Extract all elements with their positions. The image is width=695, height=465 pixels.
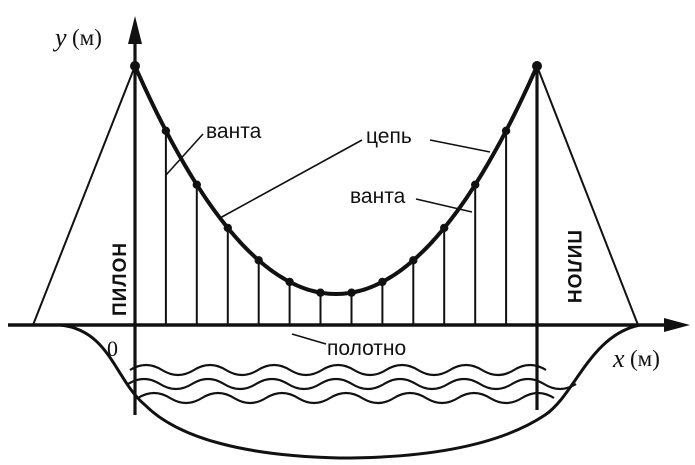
chain-node bbox=[347, 288, 356, 297]
pylon-label-left: ПИЛОН bbox=[110, 242, 131, 316]
y-axis-unit: (м) bbox=[72, 25, 102, 50]
x-axis-label: x bbox=[612, 344, 625, 373]
chain-node bbox=[532, 61, 542, 71]
valley-outline bbox=[59, 323, 641, 460]
x-axis-unit: (м) bbox=[630, 346, 660, 371]
leader-lines bbox=[165, 133, 491, 345]
x-axis-arrow bbox=[664, 318, 690, 332]
chain-node bbox=[501, 126, 511, 135]
chain-curve bbox=[133, 65, 539, 296]
chain-node bbox=[254, 256, 263, 265]
chain-label: цепь bbox=[366, 125, 412, 148]
chain-node bbox=[378, 277, 387, 287]
cable-label-right: ванта bbox=[350, 185, 406, 208]
hangers bbox=[164, 130, 508, 325]
chain-node bbox=[409, 256, 418, 265]
deck-label: полотно bbox=[327, 337, 406, 360]
y-axis-arrow bbox=[128, 16, 142, 44]
origin-label: 0 bbox=[107, 336, 118, 361]
chain-node bbox=[285, 277, 294, 287]
pylon-stays bbox=[32, 65, 639, 326]
chain-node bbox=[192, 180, 201, 189]
cable-label-left: ванта bbox=[206, 120, 262, 143]
chain-node bbox=[316, 288, 325, 297]
y-axis-label: y bbox=[52, 23, 67, 52]
chain-node bbox=[440, 223, 449, 233]
chain-node bbox=[471, 180, 480, 189]
pylon-label-right: ПИЛОН bbox=[563, 230, 584, 304]
chain-node bbox=[130, 61, 140, 71]
chain-nodes bbox=[130, 61, 542, 297]
chain-node bbox=[161, 126, 171, 135]
water-waves bbox=[127, 363, 577, 405]
chain-node bbox=[223, 223, 232, 233]
